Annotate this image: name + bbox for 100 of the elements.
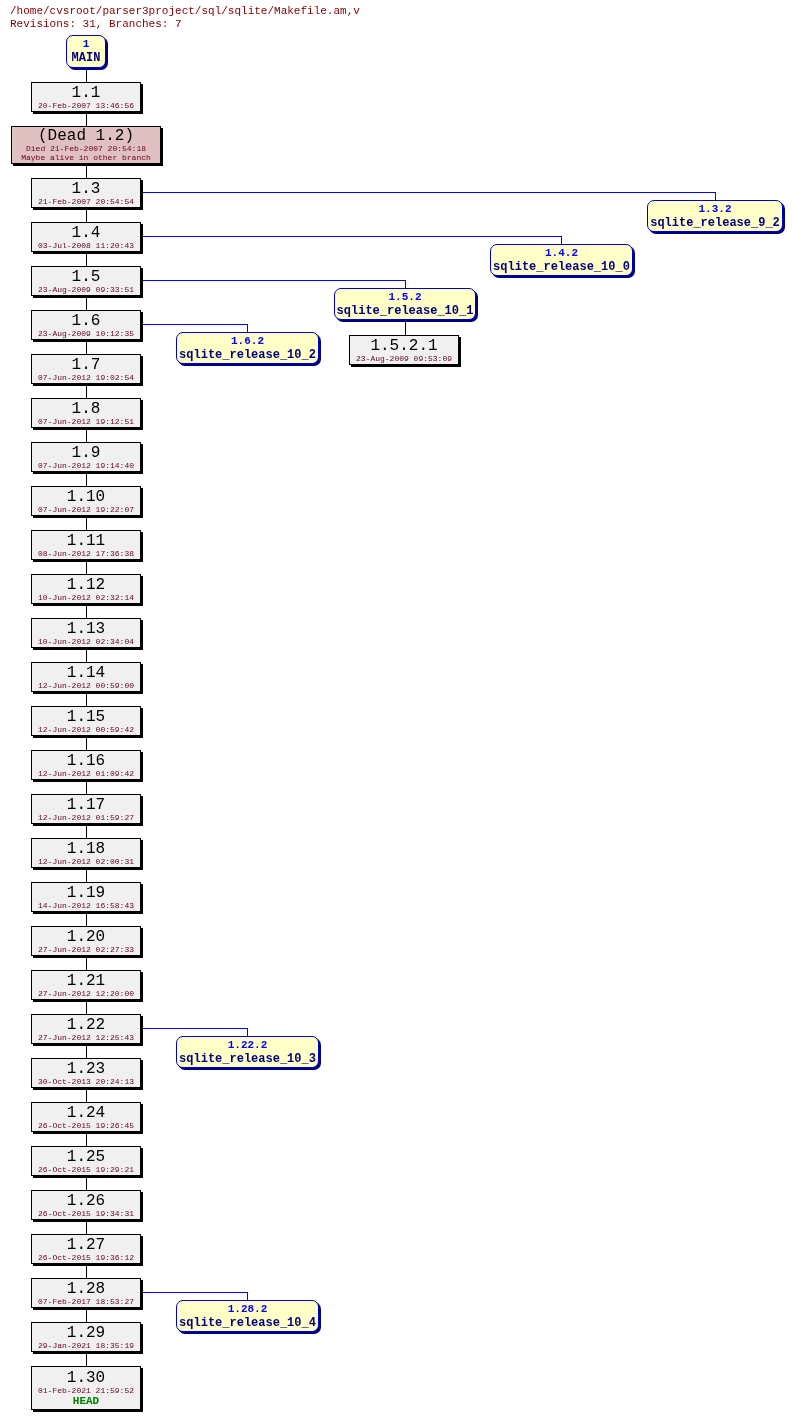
revision-connector <box>85 823 87 839</box>
revision-connector <box>85 779 87 795</box>
revision-box <box>31 486 141 516</box>
revision-date: 10-Jun-2012 02:32:14 <box>38 593 134 602</box>
revision-connector <box>85 691 87 707</box>
revision-number: 1.16 <box>66 752 106 769</box>
revision-number: 1.5 <box>71 268 101 285</box>
revision-connector <box>404 319 406 336</box>
branch-tag-name: sqlite_release_9_2 <box>650 216 780 229</box>
revision-connector <box>85 1131 87 1147</box>
revision-box <box>31 882 141 912</box>
revision-connector <box>85 647 87 663</box>
revision-connector <box>85 383 87 399</box>
revision-box <box>31 530 141 560</box>
branch-connector <box>140 279 406 289</box>
revision-number: 1.1 <box>71 84 101 101</box>
revision-connector <box>85 515 87 531</box>
revision-connector <box>85 603 87 619</box>
revision-connector <box>85 339 87 355</box>
revision-date: 12-Jun-2012 00:59:42 <box>38 725 134 734</box>
revision-connector <box>85 1087 87 1103</box>
revision-number: 1.15 <box>66 708 106 725</box>
revision-box <box>31 266 141 296</box>
revision-box <box>31 222 141 252</box>
revision-connector <box>85 427 87 443</box>
revision-date: 12-Jun-2012 01:59:27 <box>38 813 134 822</box>
revision-number: 1.10 <box>66 488 106 505</box>
revision-connector <box>85 67 87 83</box>
revision-connector <box>85 1175 87 1191</box>
revision-connector <box>85 1043 87 1059</box>
branch-tag-box <box>490 244 633 276</box>
branch-tag-name: MAIN <box>71 52 101 64</box>
branch-connector <box>140 1291 248 1301</box>
revision-connector <box>85 911 87 927</box>
revision-date: 07-Jun-2012 19:02:54 <box>38 373 134 382</box>
branch-connector <box>140 1027 248 1037</box>
revision-number: 1.7 <box>71 356 101 373</box>
revision-box <box>31 1014 141 1044</box>
revision-number: 1.17 <box>66 796 106 813</box>
revision-box <box>31 970 141 1000</box>
revision-box <box>31 1322 141 1352</box>
revision-box <box>31 1146 141 1176</box>
branch-connector <box>140 191 716 201</box>
revision-date: 23-Aug-2009 09:33:51 <box>38 285 134 294</box>
branch-number: 1.22.2 <box>227 1039 268 1051</box>
revision-connector <box>85 999 87 1015</box>
branch-tag-box <box>176 332 319 364</box>
revision-date: 08-Jun-2012 17:36:38 <box>38 549 134 558</box>
revision-connector <box>85 163 87 179</box>
revision-connector <box>85 471 87 487</box>
revision-box <box>31 310 141 340</box>
revision-number: 1.28 <box>66 1280 106 1297</box>
branch-tag-box <box>66 35 106 68</box>
branch-number: 1.6.2 <box>231 335 264 347</box>
revision-date: 23-Aug-2009 09:53:09 <box>356 354 452 363</box>
revision-date: 27-Jun-2012 02:27:33 <box>38 945 134 954</box>
revision-box <box>31 926 141 956</box>
revision-connector <box>85 207 87 223</box>
revision-connector <box>85 1219 87 1235</box>
revision-box <box>31 354 141 384</box>
revision-number: 1.19 <box>66 884 106 901</box>
revision-date: 12-Jun-2012 02:00:31 <box>38 857 134 866</box>
revision-connector <box>85 1307 87 1323</box>
revision-date: 30-Oct-2013 20:24:13 <box>38 1077 134 1086</box>
branch-tag-name: sqlite_release_10_1 <box>336 304 474 317</box>
revision-connector <box>85 867 87 883</box>
revision-connector <box>85 251 87 267</box>
death-date: Died 21-Feb-2007 20:54:18 <box>26 145 146 153</box>
revision-number: 1.20 <box>66 928 106 945</box>
branch-connector <box>140 323 248 333</box>
revision-number: 1.27 <box>66 1236 106 1253</box>
revision-box <box>31 1278 141 1308</box>
revision-box <box>31 838 141 868</box>
revision-number: 1.8 <box>71 400 101 417</box>
revision-number: 1.12 <box>66 576 106 593</box>
revision-box <box>31 1366 141 1410</box>
revision-date: 10-Jun-2012 02:34:04 <box>38 637 134 646</box>
revision-number: 1.18 <box>66 840 106 857</box>
branch-tag-box <box>334 288 476 320</box>
revision-box <box>31 82 141 112</box>
revision-box <box>31 398 141 428</box>
revision-date: 21-Feb-2007 20:54:54 <box>38 197 134 206</box>
revision-date: 26-Oct-2015 19:34:31 <box>38 1209 134 1218</box>
revision-date: 07-Jun-2012 19:12:51 <box>38 417 134 426</box>
branch-tag-box <box>176 1300 319 1332</box>
revision-date: 26-Oct-2015 19:26:45 <box>38 1121 134 1130</box>
revision-number: 1.9 <box>71 444 101 461</box>
branch-number: 1.5.2 <box>388 291 422 303</box>
revision-date: 23-Aug-2009 10:12:35 <box>38 329 134 338</box>
revision-box <box>31 1234 141 1264</box>
revision-date: 20-Feb-2007 13:46:56 <box>38 101 134 110</box>
revision-connector <box>85 735 87 751</box>
revision-connector <box>85 955 87 971</box>
revision-connector <box>85 111 87 127</box>
revision-number: 1.3 <box>71 180 101 197</box>
branch-number: 1 <box>82 39 90 50</box>
revision-box <box>31 618 141 648</box>
branch-connector <box>140 235 562 245</box>
revision-number: (Dead 1.2) <box>38 128 134 144</box>
revision-date: 27-Jun-2012 12:20:00 <box>38 989 134 998</box>
